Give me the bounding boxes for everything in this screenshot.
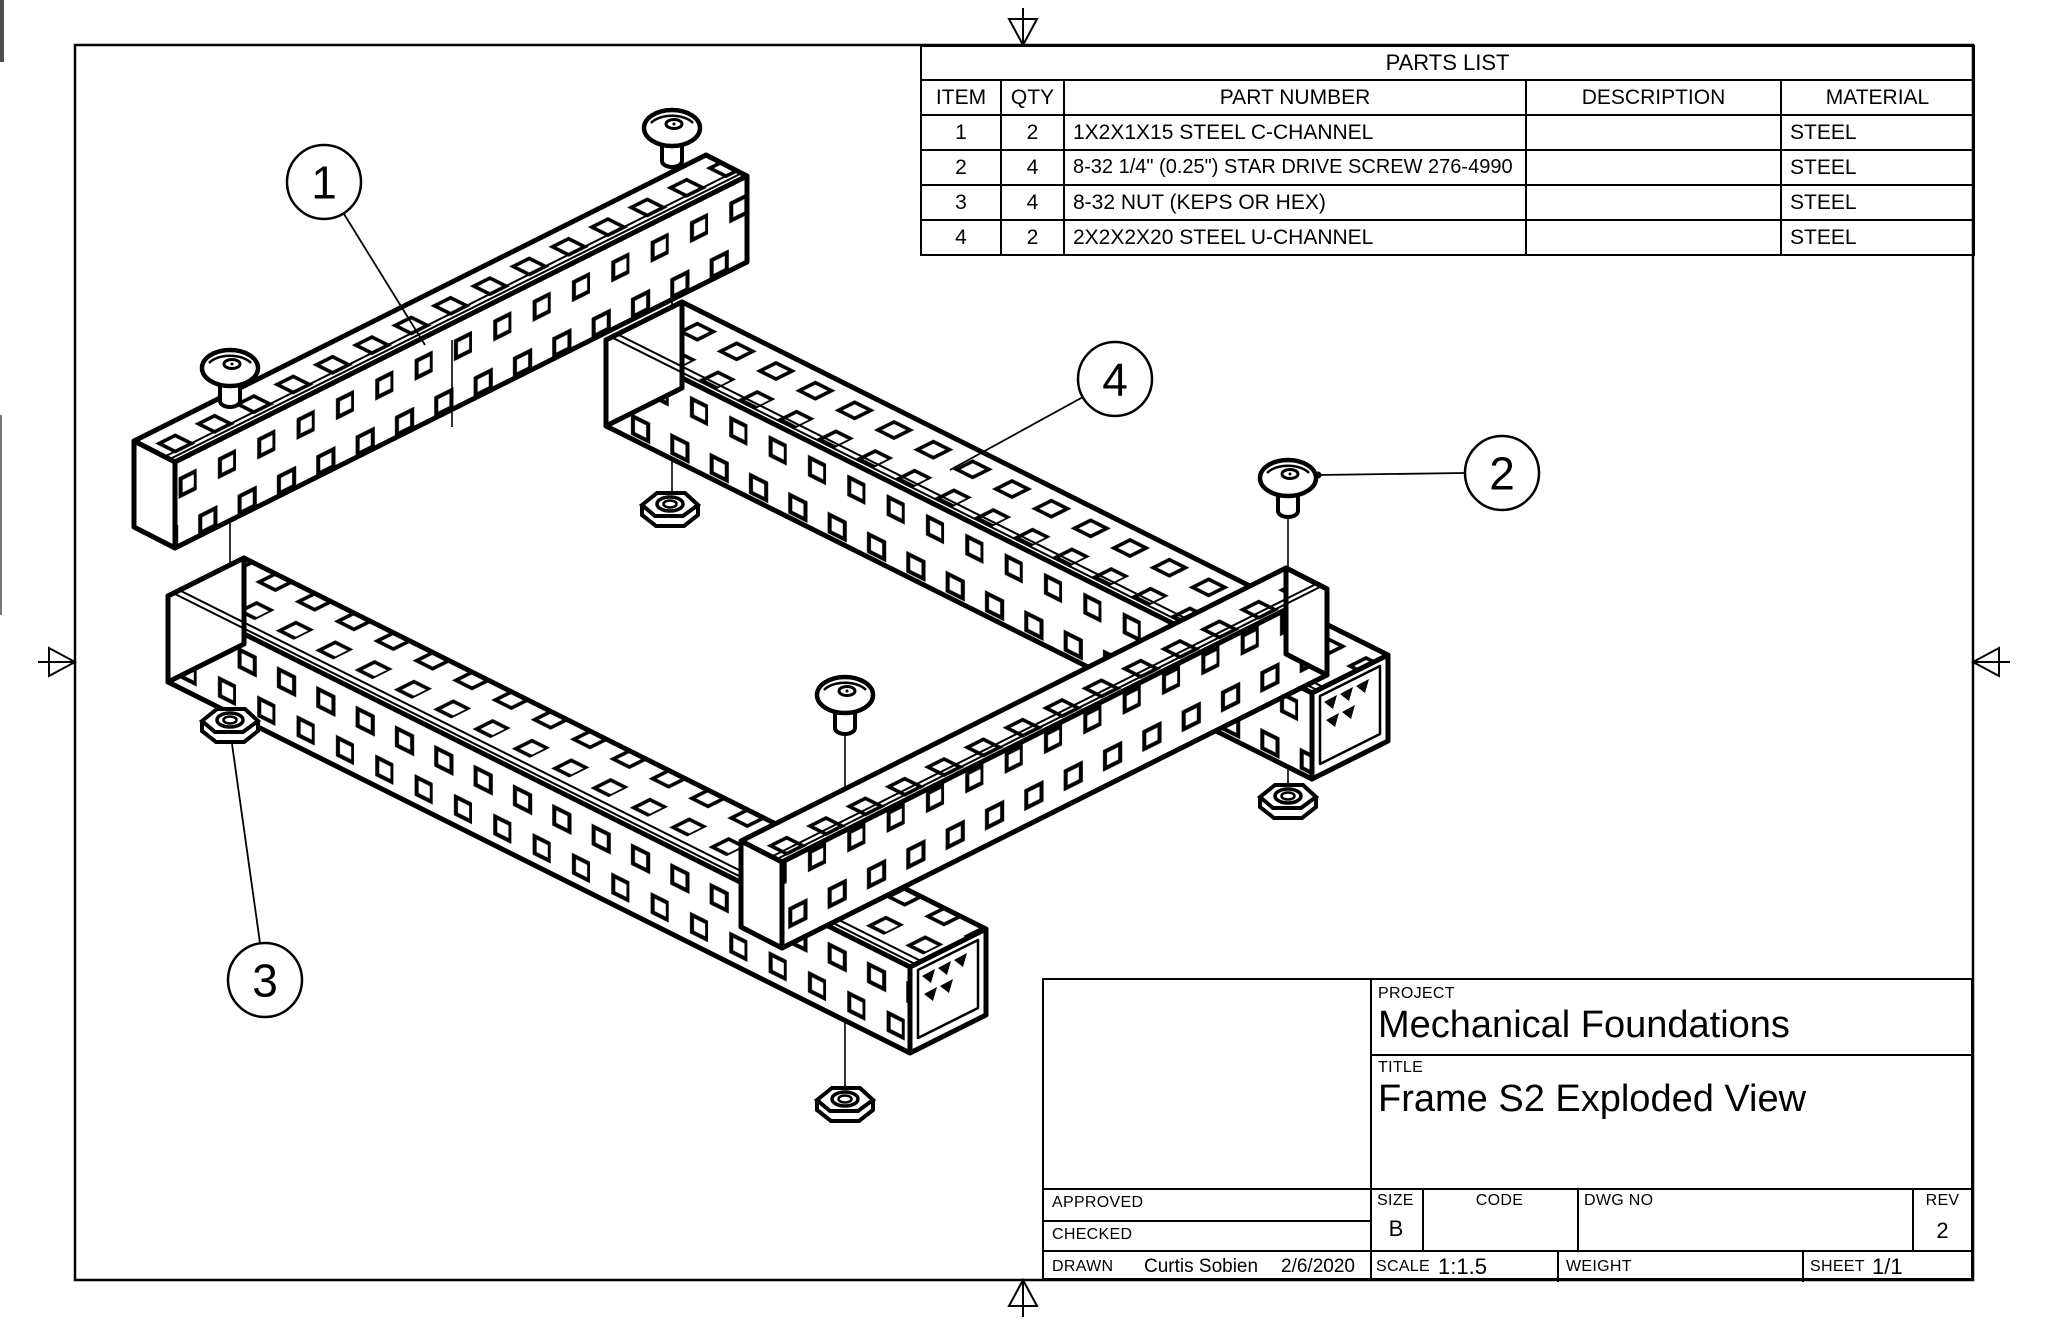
title-label: TITLE bbox=[1378, 1059, 1424, 1076]
cell-qty: 2 bbox=[1000, 114, 1065, 151]
drawn-date: 2/6/2020 bbox=[1281, 1256, 1355, 1277]
parts-list-row-4: 4 2 2X2X2X20 STEEL U-CHANNEL STEEL bbox=[920, 219, 1976, 256]
screw-right bbox=[1260, 460, 1316, 517]
nut-left bbox=[200, 707, 260, 744]
c-channel-lower-right bbox=[738, 565, 1330, 951]
cell-qty: 4 bbox=[1000, 149, 1065, 186]
parts-list-table: PARTS LIST ITEM QTY PART NUMBER DESCRIPT… bbox=[919, 45, 1976, 256]
screw-top bbox=[644, 110, 700, 167]
sheet-value: 1/1 bbox=[1872, 1254, 1903, 1279]
cell-material: STEEL bbox=[1779, 219, 1976, 256]
cell-item: 1 bbox=[920, 114, 1002, 151]
col-header-qty: QTY bbox=[1000, 79, 1065, 116]
parts-list-title: PARTS LIST bbox=[919, 45, 1976, 81]
cell-material: STEEL bbox=[1779, 184, 1976, 221]
balloon-4: 4 bbox=[949, 340, 1154, 471]
balloon-1-number: 1 bbox=[311, 157, 337, 209]
title-block: PROJECT Mechanical Foundations TITLE Fra… bbox=[1042, 978, 1973, 1282]
parts-list-row-2: 2 4 8-32 1/4" (0.25") STAR DRIVE SCREW 2… bbox=[920, 149, 1976, 186]
cell-description bbox=[1525, 114, 1782, 151]
cell-part-number: 8-32 NUT (KEPS OR HEX) bbox=[1063, 184, 1527, 221]
checked-label: CHECKED bbox=[1052, 1226, 1133, 1243]
cell-part-number: 2X2X2X20 STEEL U-CHANNEL bbox=[1063, 219, 1527, 256]
centering-mark-top bbox=[1007, 8, 1039, 48]
screw-middle bbox=[817, 677, 873, 734]
cell-qty: 2 bbox=[1000, 219, 1065, 256]
drawn-by: Curtis Sobien bbox=[1144, 1256, 1259, 1277]
cell-qty: 4 bbox=[1000, 184, 1065, 221]
screen-edge-artifact-top bbox=[0, 0, 4, 62]
parts-list-row-1: 1 2 1X2X1X15 STEEL C-CHANNEL STEEL bbox=[920, 114, 1976, 151]
centering-mark-right bbox=[1970, 646, 2010, 678]
nut-right bbox=[1258, 783, 1318, 820]
drawn-label: DRAWN bbox=[1052, 1258, 1114, 1275]
nut-bottom bbox=[815, 1086, 875, 1123]
cell-part-number: 8-32 1/4" (0.25") STAR DRIVE SCREW 276-4… bbox=[1063, 149, 1527, 186]
balloon-3: 3 bbox=[226, 743, 304, 1019]
dwg-no-label: DWG NO bbox=[1584, 1192, 1654, 1209]
rev-label: REV bbox=[1925, 1192, 1960, 1209]
parts-list-row-3: 3 4 8-32 NUT (KEPS OR HEX) STEEL bbox=[920, 184, 1976, 221]
weight-label: WEIGHT bbox=[1566, 1258, 1632, 1275]
u-channel-upper-right bbox=[603, 299, 1391, 782]
project-name: Mechanical Foundations bbox=[1378, 1004, 1790, 1046]
col-header-description: DESCRIPTION bbox=[1525, 79, 1782, 116]
screen-edge-artifact-mid bbox=[0, 415, 2, 615]
project-label: PROJECT bbox=[1378, 985, 1455, 1002]
cell-description bbox=[1525, 184, 1782, 221]
code-label: CODE bbox=[1475, 1192, 1524, 1209]
cell-material: STEEL bbox=[1779, 149, 1976, 186]
cell-item: 4 bbox=[920, 219, 1002, 256]
cell-description bbox=[1525, 219, 1782, 256]
cell-description bbox=[1525, 149, 1782, 186]
size-value: B bbox=[1388, 1216, 1404, 1241]
parts-list-header-row: ITEM QTY PART NUMBER DESCRIPTION MATERIA… bbox=[920, 79, 1976, 116]
balloon-3-number: 3 bbox=[252, 955, 278, 1007]
scale-value: 1:1.5 bbox=[1438, 1254, 1487, 1279]
parts-list-title-row: PARTS LIST bbox=[919, 45, 1976, 81]
approved-label: APPROVED bbox=[1052, 1194, 1144, 1211]
rev-value: 2 bbox=[1936, 1218, 1949, 1243]
cell-item: 2 bbox=[920, 149, 1002, 186]
size-label: SIZE bbox=[1377, 1192, 1414, 1209]
centering-mark-left bbox=[38, 646, 78, 678]
col-header-part-number: PART NUMBER bbox=[1063, 79, 1527, 116]
nut-top bbox=[640, 491, 700, 528]
col-header-item: ITEM bbox=[920, 79, 1002, 116]
col-header-material: MATERIAL bbox=[1779, 79, 1976, 116]
c-channel-upper-left bbox=[131, 152, 750, 551]
sheet-label: SHEET bbox=[1810, 1258, 1865, 1275]
balloon-2-number: 2 bbox=[1489, 448, 1515, 500]
cell-material: STEEL bbox=[1779, 114, 1976, 151]
cell-item: 3 bbox=[920, 184, 1002, 221]
balloon-2: 2 bbox=[1314, 434, 1541, 512]
scale-label: SCALE bbox=[1376, 1258, 1430, 1275]
cell-part-number: 1X2X1X15 STEEL C-CHANNEL bbox=[1063, 114, 1527, 151]
centering-mark-bottom bbox=[1007, 1277, 1039, 1317]
balloon-1: 1 bbox=[285, 143, 426, 346]
centering-marks bbox=[38, 8, 2010, 1317]
drawing-title: Frame S2 Exploded View bbox=[1378, 1078, 1807, 1120]
balloon-4-number: 4 bbox=[1102, 354, 1128, 406]
